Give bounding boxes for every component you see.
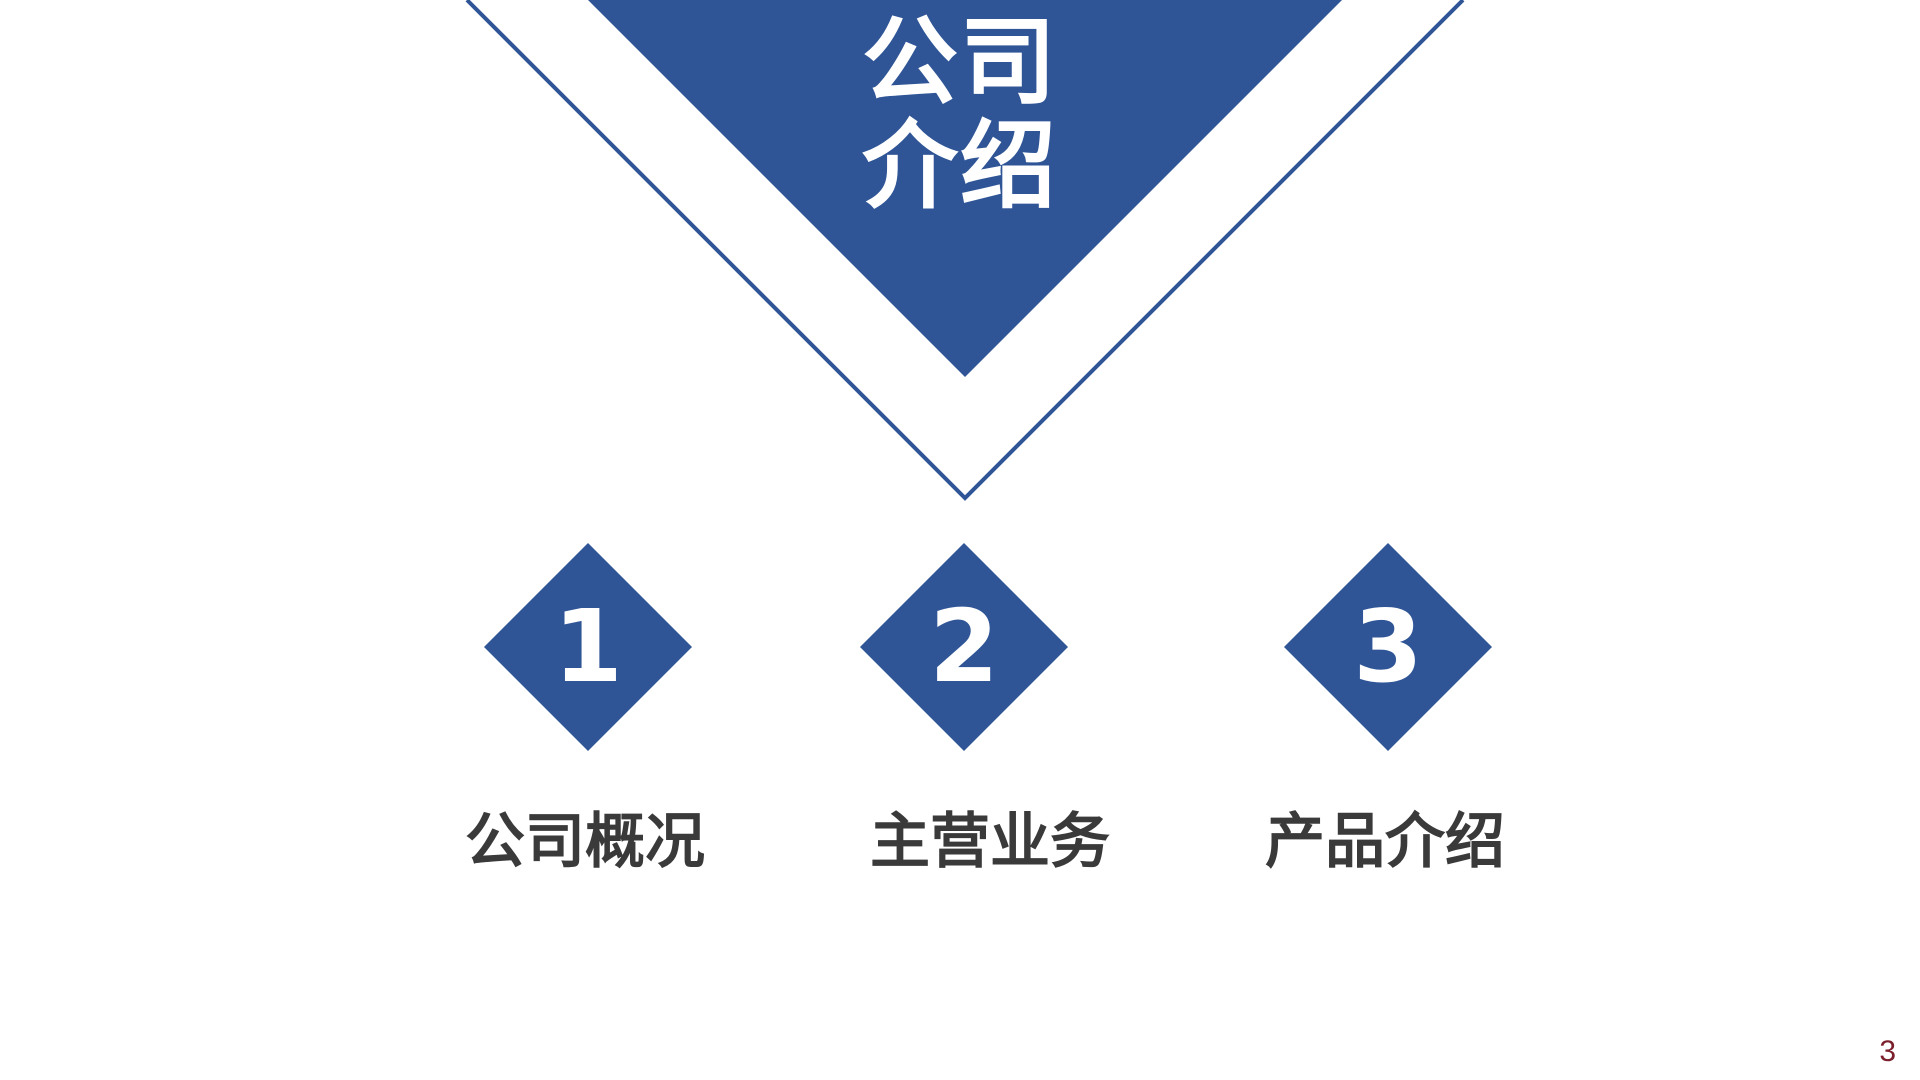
item-2-number: 2 xyxy=(929,588,999,705)
diamond-3-shape xyxy=(1284,543,1492,751)
chevron-fill xyxy=(588,0,1342,377)
item-3-label: 产品介绍 xyxy=(1265,807,1505,877)
section-title-line-1: 公司 xyxy=(862,6,1058,118)
page-number: 3 xyxy=(1879,1035,1896,1068)
diamond-1-shape xyxy=(484,543,692,751)
diamond-2-shape xyxy=(860,543,1068,751)
item-1-label: 公司概况 xyxy=(465,807,705,877)
item-2-label: 主营业务 xyxy=(870,807,1110,877)
section-title: 公司 介绍 xyxy=(860,10,1060,218)
chevron-outline xyxy=(465,0,1465,501)
section-title-line-2: 介绍 xyxy=(862,110,1058,222)
item-1-number: 1 xyxy=(553,588,623,705)
item-3-number: 3 xyxy=(1353,588,1423,705)
